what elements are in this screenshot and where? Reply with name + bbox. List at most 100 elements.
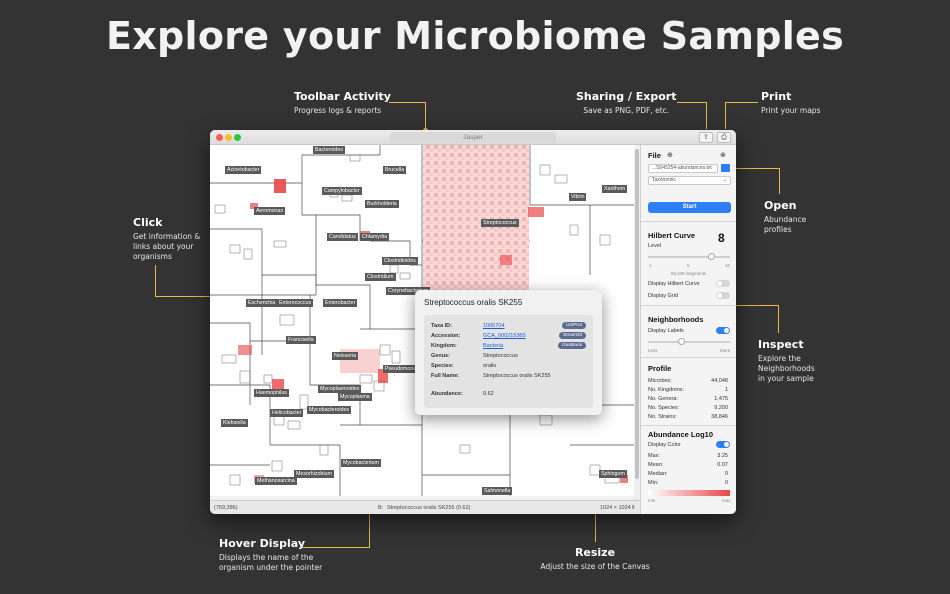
accession-link[interactable]: GCA_000215365	[483, 333, 526, 339]
hilbert-level-value: 8	[718, 231, 725, 245]
map-label[interactable]: Mycoplasma	[338, 393, 372, 401]
profile-key: Microbes:	[648, 378, 672, 384]
detail-key: Taxa ID:	[431, 323, 452, 329]
close-file-icon[interactable]: ⊗	[720, 152, 726, 159]
map-label[interactable]: Klebsiella	[221, 419, 248, 427]
print-button[interactable]: ⎙	[717, 132, 731, 143]
abundance-section-label: Abundance Log10	[648, 430, 714, 439]
display-labels-toggle[interactable]	[716, 327, 730, 334]
close-window-button[interactable]	[216, 134, 223, 141]
map-label[interactable]: Clostridium	[365, 273, 396, 281]
callout-line	[778, 305, 779, 333]
hover-prefix: B:	[378, 505, 384, 511]
callout-desc: Progress logs & reports	[294, 106, 382, 115]
callout-print: Print Print your maps	[761, 90, 820, 116]
map-label[interactable]: Corynebacterium	[386, 287, 431, 295]
profile-value: 9,200	[714, 405, 728, 411]
hilbert-level-slider[interactable]	[648, 253, 730, 260]
profile-value: 38,846	[711, 414, 728, 420]
map-label[interactable]: Clostridioides	[382, 257, 418, 265]
map-label[interactable]: Mesorhizobium	[294, 470, 334, 478]
callout-click: Click Get information & links about your…	[133, 216, 200, 262]
callout-title: Hover Display	[219, 537, 305, 550]
callout-line	[389, 102, 425, 103]
divider	[641, 425, 736, 426]
taxonomy-select[interactable]: Taxonomic ⌄	[648, 176, 731, 185]
callout-desc-line: Neighborhoods	[758, 364, 815, 373]
status-bar: (759,386) B: Streptococcus oralis SK255 …	[210, 500, 640, 514]
map-label[interactable]: Mycobacteroides	[307, 406, 352, 414]
kingdom-link[interactable]: Bacteria	[483, 343, 504, 349]
callout-desc-line: Displays the name of the	[219, 553, 314, 562]
resize-stepper-icon[interactable]: ⇕	[631, 505, 636, 511]
neighborhood-size-slider[interactable]	[648, 338, 730, 345]
map-label[interactable]: Methanosarcina	[255, 477, 297, 485]
callout-line	[155, 265, 156, 297]
app-window: Jasper ⇪ ⎙	[210, 130, 736, 514]
display-color-toggle[interactable]	[716, 441, 730, 448]
map-label[interactable]: Campylobacter	[322, 187, 362, 195]
scroll-thumb[interactable]	[635, 149, 639, 479]
start-button[interactable]: Start	[648, 202, 731, 213]
callout-desc-line: links about your	[133, 242, 194, 251]
profile-value: 1	[724, 387, 728, 393]
tick-label: 5	[687, 263, 690, 268]
display-grid-toggle[interactable]	[716, 292, 730, 299]
callout-desc-line: Abundance	[764, 215, 807, 224]
share-icon: ⇪	[703, 134, 709, 141]
share-button[interactable]: ⇪	[699, 132, 713, 143]
slider-knob[interactable]	[708, 253, 715, 260]
map-label[interactable]: Haemophilus	[254, 389, 289, 397]
vertical-scrollbar[interactable]	[634, 145, 640, 498]
callout-desc: Abundance profiles	[764, 215, 806, 235]
callout-desc: Get information & links about your organ…	[133, 232, 200, 262]
profile-section-label: Profile	[648, 364, 672, 373]
map-label[interactable]: Helicobacter	[270, 409, 304, 417]
add-file-icon[interactable]: ⊕	[667, 152, 673, 159]
map-label[interactable]: Candidatus	[327, 233, 358, 241]
display-hilbert-curve-toggle[interactable]	[716, 280, 730, 287]
file-path-field[interactable]: ...S045254-abundances.txt	[648, 164, 718, 173]
map-label[interactable]: Neisseria	[332, 352, 359, 360]
zoom-window-button[interactable]	[234, 134, 241, 141]
map-label[interactable]: Enterobacter	[323, 299, 358, 307]
callout-hover-display: Hover Display Displays the name of the o…	[219, 537, 322, 573]
map-label[interactable]: Enterococcus	[277, 299, 314, 307]
ensembl-button[interactable]: Ensembl	[559, 332, 586, 339]
map-label[interactable]: Burkholderia	[365, 200, 399, 208]
abundance-value: 0	[724, 471, 728, 477]
divider	[641, 305, 736, 306]
map-label[interactable]: Sphingom	[599, 470, 627, 478]
map-label[interactable]: Mycoplasmoides	[318, 385, 362, 393]
genbank-button[interactable]: GenBank	[557, 342, 586, 349]
map-label[interactable]: Streptococcus	[481, 219, 519, 227]
map-label[interactable]: Acinetobacter	[225, 166, 262, 174]
canvas-size[interactable]: 1024 × 1024	[600, 505, 631, 511]
folder-icon[interactable]	[721, 164, 730, 172]
map-label[interactable]: Bacteroides	[313, 146, 345, 154]
callout-desc-line: organism under the pointer	[219, 563, 323, 572]
horizontal-scrollbar[interactable]	[210, 496, 634, 500]
tick-label: 1	[649, 263, 652, 268]
map-label[interactable]: Brucella	[383, 166, 407, 174]
pointer-coordinates: (759,386)	[214, 505, 238, 511]
organism-info-popover[interactable]: Streptococcus oralis SK255 Taxa ID: 1005…	[415, 290, 602, 415]
callout-title: Sharing / Export	[576, 90, 677, 103]
map-label[interactable]: Pseudomonas	[383, 365, 421, 373]
slider-knob[interactable]	[678, 338, 685, 345]
map-label[interactable]: Salmonella	[482, 487, 513, 495]
scale-max-label: max	[722, 498, 731, 503]
map-label[interactable]: Aeromonas	[254, 207, 286, 215]
map-label[interactable]: Chlamydia	[360, 233, 390, 241]
minimize-window-button[interactable]	[225, 134, 232, 141]
callout-line	[725, 102, 758, 103]
map-label[interactable]: Vibrio	[569, 193, 587, 201]
hover-organism-name: Streptococcus oralis SK255 (0.62)	[387, 505, 471, 511]
taxa-id-link[interactable]: 1005704	[483, 323, 505, 329]
uniprot-button[interactable]: UniProt	[562, 322, 586, 329]
map-label[interactable]: Francisella	[286, 336, 316, 344]
map-label[interactable]: Xanthom	[602, 185, 628, 193]
level-label: Level	[648, 243, 662, 249]
map-label[interactable]: Mycobacterium	[341, 459, 381, 467]
map-label[interactable]: Escherichia	[246, 299, 278, 307]
